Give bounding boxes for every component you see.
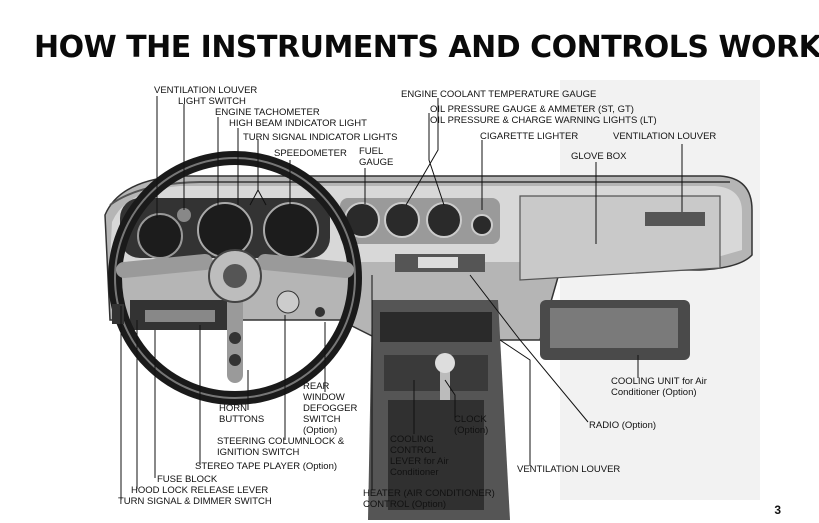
horn-emblem-icon <box>223 264 247 288</box>
oil-gauge-icon <box>426 202 462 238</box>
label-engine-coolant: ENGINE COOLANT TEMPERATURE GAUGE <box>401 89 597 100</box>
label-ventilation-louver-right: VENTILATION LOUVER <box>613 131 717 142</box>
label-ventilation-louver-bottom: VENTILATION LOUVER <box>517 464 621 475</box>
label-ventilation-louver-left: VENTILATION LOUVER <box>154 85 258 96</box>
cigarette-lighter-icon <box>471 214 493 236</box>
label-fuel-gauge: FUEL GAUGE <box>359 146 394 168</box>
tachometer-icon <box>197 202 253 258</box>
label-horn-buttons: HORN BUTTONS <box>219 403 265 425</box>
label-clock: CLOCK (Option) <box>454 414 489 436</box>
label-rear-window-defogger: REAR WINDOW DEFOGGER SWITCH (Option) <box>303 381 358 436</box>
label-cooling-control: COOLING CONTROL LEVER for Air Conditione… <box>390 434 449 478</box>
label-hood-lock: HOOD LOCK RELEASE LEVER <box>131 485 269 496</box>
ignition-switch-icon <box>276 290 300 314</box>
coolant-gauge-icon <box>384 202 420 238</box>
ventilation-louver-left-icon <box>137 213 183 259</box>
label-light-switch: LIGHT SWITCH <box>178 96 246 107</box>
label-oil-pressure-warning: OIL PRESSURE & CHARGE WARNING LIGHTS (LT… <box>430 115 657 126</box>
label-steering-column-lock: STEERING COLUMNLOCK & IGNITION SWITCH <box>217 436 345 458</box>
label-turn-signal-dimmer: TURN SIGNAL & DIMMER SWITCH <box>118 496 272 507</box>
page-number: 3 <box>774 503 781 517</box>
label-radio: RADIO (Option) <box>589 420 657 431</box>
label-fuse-block: FUSE BLOCK <box>157 474 218 485</box>
label-high-beam-indicator: HIGH BEAM INDICATOR LIGHT <box>229 118 367 129</box>
label-cigarette-lighter: CIGARETTE LIGHTER <box>480 131 579 142</box>
label-stereo-tape-player: STEREO TAPE PLAYER (Option) <box>195 461 338 472</box>
light-switch-icon <box>177 208 191 222</box>
label-oil-pressure-ammeter: OIL PRESSURE GAUGE & AMMETER (ST, GT) <box>430 104 634 115</box>
label-cooling-unit: COOLING UNIT for Air Conditioner (Option… <box>611 376 707 398</box>
label-engine-tachometer: ENGINE TACHOMETER <box>215 107 320 118</box>
speedometer-icon <box>263 202 319 258</box>
label-speedometer: SPEEDOMETER <box>274 148 347 159</box>
ventilation-louver-right-icon <box>645 212 705 226</box>
label-turn-signal-indicator: TURN SIGNAL INDICATOR LIGHTS <box>243 132 398 143</box>
label-glove-box: GLOVE BOX <box>571 151 627 162</box>
page-title: HOW THE INSTRUMENTS AND CONTROLS WORK <box>34 30 819 65</box>
label-heater-control: HEATER (AIR CONDITIONER) CONTROL (Option… <box>363 488 495 510</box>
